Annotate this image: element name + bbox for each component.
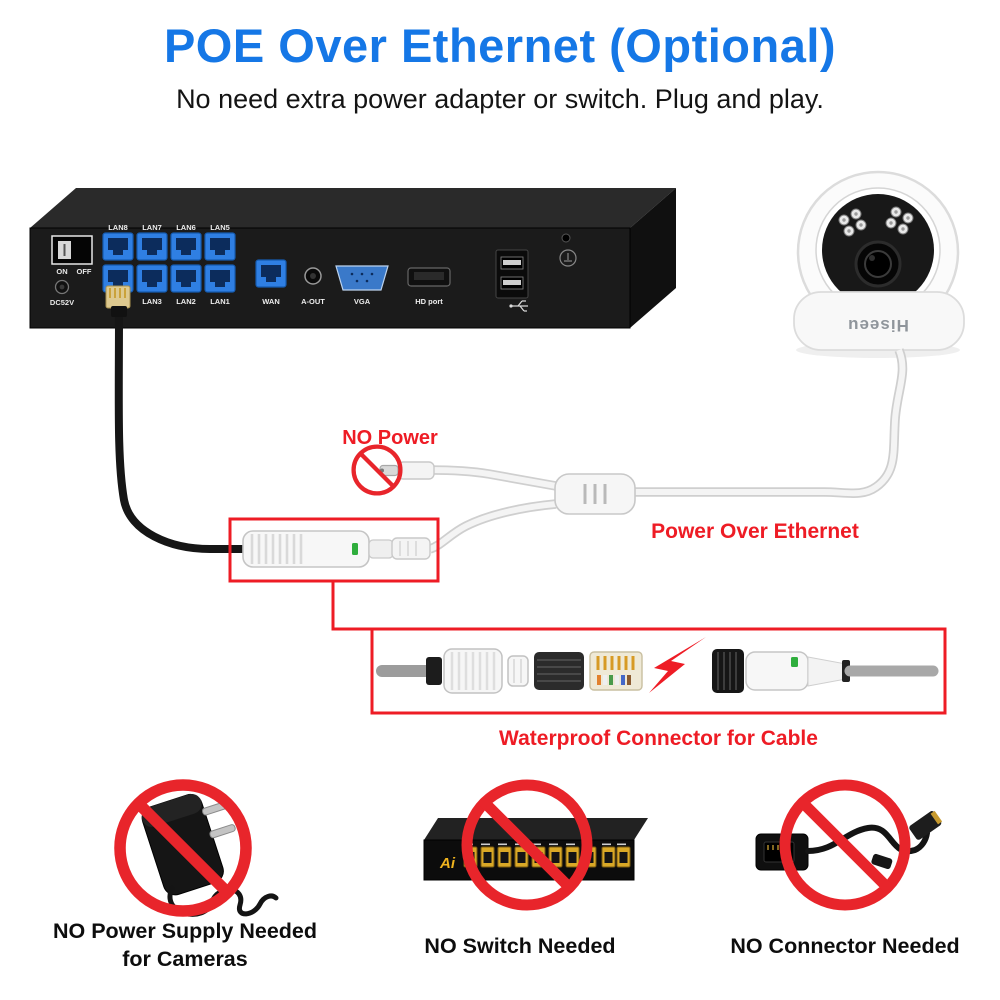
lan3-label: LAN3 <box>142 297 162 306</box>
poe-injector <box>242 530 431 568</box>
nvr-vga-port <box>335 265 389 291</box>
caption-line1: NO Power Supply Needed <box>52 919 318 943</box>
nvr-wan-port <box>255 259 287 288</box>
screw-icon <box>561 233 571 243</box>
nvr-on-label: ON <box>56 267 67 276</box>
nvr-off-label: OFF <box>77 267 92 276</box>
caption-line2: for Cameras <box>122 947 248 971</box>
hd-port-label: HD port <box>415 297 443 306</box>
callout-line <box>331 581 372 631</box>
caption-no-power-supply: NO Power Supply Needed for Cameras <box>25 917 345 973</box>
lan1-label: LAN1 <box>210 297 230 306</box>
nvr-device: ON OFF DC52V LAN8 LAN7 LAN6 LAN5 LAN4 LA… <box>29 188 676 329</box>
dc-connector <box>379 461 435 480</box>
poe-label: Power Over Ethernet <box>651 520 859 543</box>
nvr-dc-label: DC52V <box>50 298 74 307</box>
waterproof-label: Waterproof Connector for Cable <box>499 727 818 750</box>
power-adapter-icon <box>141 793 279 917</box>
injector-led <box>352 543 358 555</box>
ground-icon <box>559 249 577 267</box>
wan-label: WAN <box>262 297 280 306</box>
waterproof-connector-assembly <box>376 637 939 694</box>
page-title: POE Over Ethernet (Optional) <box>163 19 837 72</box>
camera-brand-label: Hiseeu <box>847 316 909 335</box>
page-subtitle: No need extra power adapter or switch. P… <box>176 84 824 114</box>
connector-led <box>791 657 798 667</box>
no-power-label: NO Power <box>342 427 438 449</box>
lan5-label: LAN5 <box>210 223 230 232</box>
switch-brand-label: Ai <box>439 855 456 872</box>
caption-no-switch: NO Switch Needed <box>424 934 616 958</box>
lan8-label: LAN8 <box>108 223 128 232</box>
lightning-arrow-icon <box>649 637 706 693</box>
poe-cables <box>354 348 908 554</box>
ethernet-cable <box>105 285 249 553</box>
aout-label: A-OUT <box>301 297 325 306</box>
usb-symbol-icon <box>509 300 528 312</box>
lan7-label: LAN7 <box>142 223 162 232</box>
caption-no-connector: NO Connector Needed <box>730 934 960 958</box>
lan2-label: LAN2 <box>176 297 196 306</box>
nvr-usb-ports <box>495 249 529 299</box>
camera-base <box>793 291 965 351</box>
nvr-power-switch <box>51 235 93 265</box>
waterproof-callout-box <box>370 627 947 715</box>
vga-label: VGA <box>354 297 371 306</box>
lan6-label: LAN6 <box>176 223 196 232</box>
camera-device: Hiseeu <box>793 170 965 358</box>
